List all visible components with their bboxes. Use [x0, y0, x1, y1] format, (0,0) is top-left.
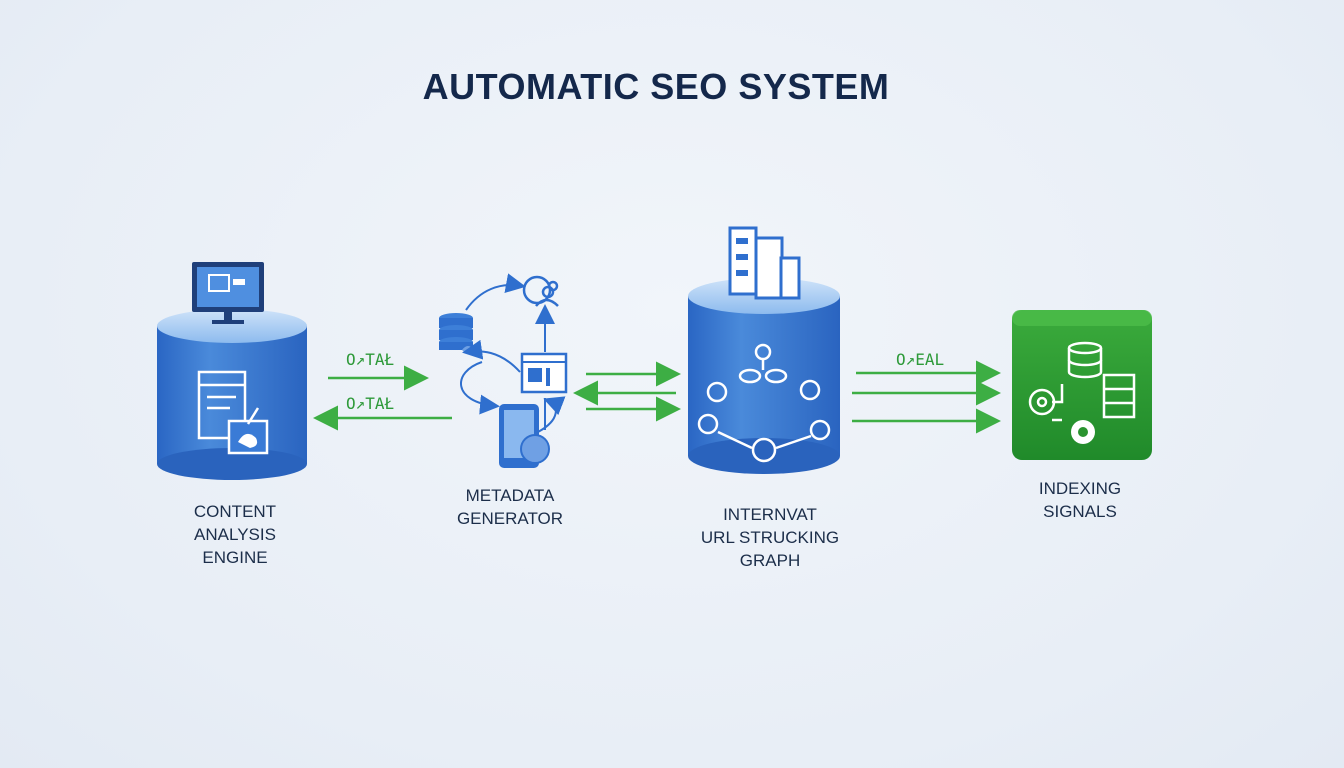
- metadata-generator-node: [439, 273, 568, 468]
- monitor-icon: [192, 262, 264, 324]
- users-icon: [522, 275, 559, 307]
- url-graph-label: INTERNVAT URL STRUCKING GRAPH: [680, 503, 860, 572]
- content-analysis-label-line1: CONTENT: [193, 502, 277, 521]
- pages-icon: [728, 226, 801, 300]
- gear-icon: [1071, 420, 1095, 444]
- metadata-generator-label: METADATA GENERATOR: [435, 484, 585, 530]
- database-icon: [439, 313, 474, 353]
- server-icon: [1102, 373, 1136, 419]
- signal-icon: [1028, 384, 1064, 422]
- document-icon: [197, 370, 269, 455]
- url-graph-label-line1: INTERNVAT: [723, 505, 817, 524]
- content-analysis-engine-node: [157, 262, 307, 480]
- arrow-label-1: O↗TAŁ: [346, 350, 395, 369]
- browser-window-icon: [520, 352, 568, 394]
- arrow-label-3: O↗EAL: [896, 350, 945, 369]
- diagram-title: AUTOMATIC SEO SYSTEM: [422, 66, 890, 107]
- url-graph-label-line3: GRAPH: [739, 551, 801, 570]
- url-graph-label-line2: URL STRUCKING: [700, 528, 840, 547]
- database-icon: [1067, 341, 1103, 379]
- content-analysis-label-line3: ENGINE: [202, 548, 268, 567]
- url-graph-node: [688, 226, 840, 474]
- metadata-generator-label-line2: GENERATOR: [456, 509, 564, 528]
- link-graph-icon: [697, 343, 831, 463]
- metadata-generator-label-line1: METADATA: [465, 486, 555, 505]
- indexing-signals-node: [1012, 310, 1152, 460]
- indexing-signals-label: INDEXING SIGNALS: [1010, 477, 1150, 523]
- tablet-icon: [499, 404, 550, 468]
- indexing-signals-label-line1: INDEXING: [1038, 479, 1122, 498]
- arrow-label-2: O↗TAŁ: [346, 394, 395, 413]
- content-analysis-label: CONTENT ANALYSIS ENGINE: [160, 500, 310, 569]
- indexing-signals-label-line2: SIGNALS: [1043, 502, 1117, 521]
- content-analysis-label-line2: ANALYSIS: [194, 525, 276, 544]
